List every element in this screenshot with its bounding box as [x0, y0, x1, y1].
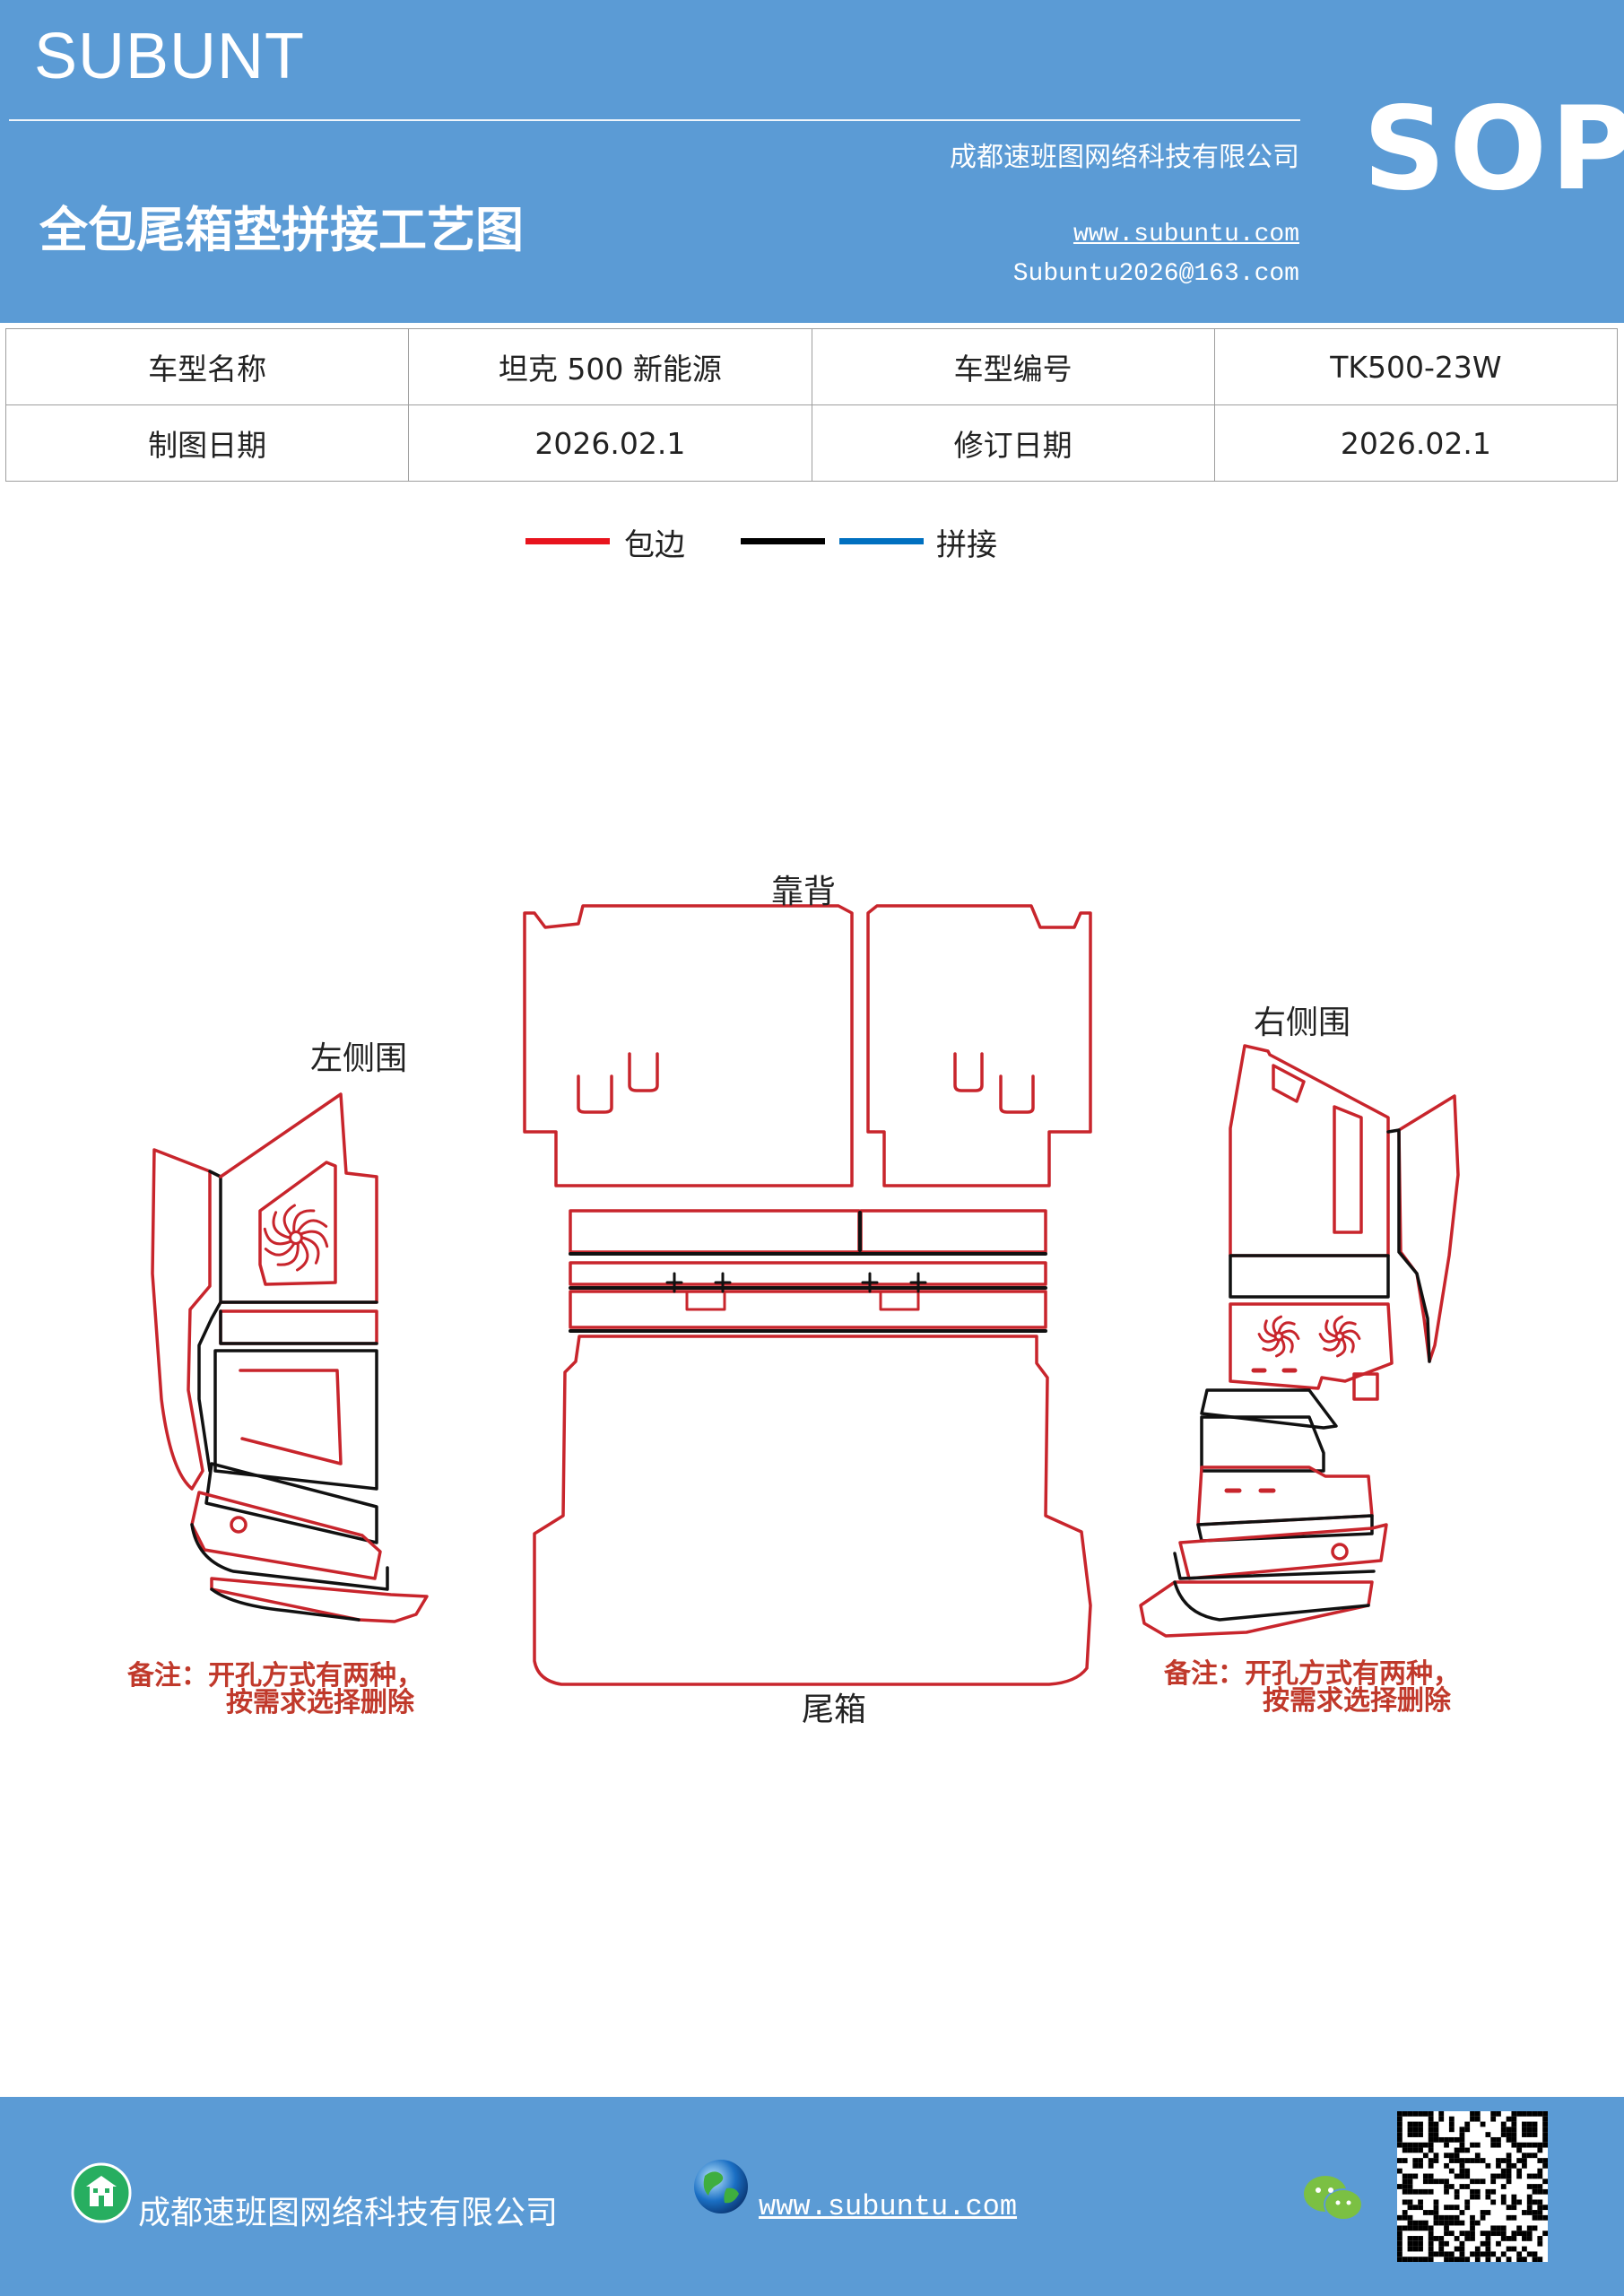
legend-splice-label: 拼接 [936, 527, 997, 563]
label-model-name: 车型名称 [4, 328, 410, 405]
label-model-code: 车型编号 [811, 328, 1215, 405]
label-revise-date: 修订日期 [811, 404, 1215, 482]
label-left-panel: 左侧围 [310, 1040, 407, 1077]
company-name: 成都速班图网络科技有限公司 [950, 142, 1299, 173]
website-link[interactable]: www.subuntu.com [1073, 221, 1299, 248]
note-left-line2: 按需求选择删除 [226, 1687, 415, 1718]
note-right-line1: 备注：开孔方式有两种， [1164, 1658, 1460, 1690]
vent-fan-icon-right-1 [1257, 1315, 1300, 1358]
vent-fan-icon-left [263, 1204, 329, 1272]
label-draw-date: 制图日期 [4, 404, 410, 482]
backrest-left-piece [523, 904, 854, 1187]
legend-seam-line [741, 538, 825, 544]
document-title: 全包尾箱垫拼接工艺图 [39, 202, 524, 258]
vent-fan-icon-right-2 [1318, 1315, 1361, 1358]
value-model-code: TK500-23W [1213, 328, 1619, 405]
note-left-line1: 备注：开孔方式有两种， [127, 1660, 423, 1692]
footer-website-link[interactable]: www.subuntu.com [759, 2190, 1018, 2223]
qr-code[interactable] [1397, 2111, 1548, 2262]
value-draw-date: 2026.02.1 [408, 404, 812, 482]
legend-edge-label: 包边 [624, 527, 685, 563]
footer-banner: 成都速班图网络科技有限公司 www.subuntu.com [0, 2097, 1624, 2296]
header-divider [9, 119, 1300, 121]
label-backrest: 靠背 [771, 874, 836, 910]
vehicle-info-table: 车型名称 坦克 500 新能源 车型编号 TK500-23W 制图日期 2026… [4, 328, 1619, 482]
clip-marks [665, 1272, 927, 1293]
legend: 包边 拼接 [0, 520, 1624, 574]
legend-splice-line [839, 538, 924, 544]
trunk-floor-piece [533, 1335, 1092, 1686]
building-icon [71, 2162, 132, 2223]
backrest-lower-strips [569, 1209, 1047, 1329]
email-address[interactable]: Subuntu2026@163.com [1012, 260, 1299, 288]
note-right-line2: 按需求选择删除 [1263, 1685, 1452, 1717]
sop-badge: SOP [1363, 83, 1624, 216]
backrest-right-piece [866, 904, 1092, 1187]
legend-edge-line [525, 538, 610, 544]
header-banner: SUBUNT 成都速班图网络科技有限公司 全包尾箱垫拼接工艺图 www.subu… [0, 0, 1624, 323]
brand-logo-text: SUBUNT [34, 21, 306, 92]
footer-company-name: 成都速班图网络科技有限公司 [138, 2195, 559, 2231]
value-model-name: 坦克 500 新能源 [408, 328, 812, 405]
globe-icon [694, 2160, 748, 2213]
wechat-icon[interactable] [1302, 2172, 1365, 2226]
label-right-panel: 右侧围 [1254, 1004, 1350, 1041]
table-row: 制图日期 2026.02.1 修订日期 2026.02.1 [4, 404, 1619, 482]
mat-cutting-diagram: 靠背 尾箱 左侧围 右侧围 备注：开孔方式有两种， 按需求选择删除 备注：开孔方… [127, 874, 1460, 1728]
left-side-panel [151, 1092, 429, 1623]
splice-seams [569, 1211, 1047, 1333]
table-row: 车型名称 坦克 500 新能源 车型编号 TK500-23W [4, 328, 1619, 405]
label-trunk: 尾箱 [802, 1692, 866, 1728]
clip-notches [685, 1290, 920, 1311]
value-revise-date: 2026.02.1 [1213, 404, 1619, 482]
right-side-panel [1139, 1044, 1460, 1638]
